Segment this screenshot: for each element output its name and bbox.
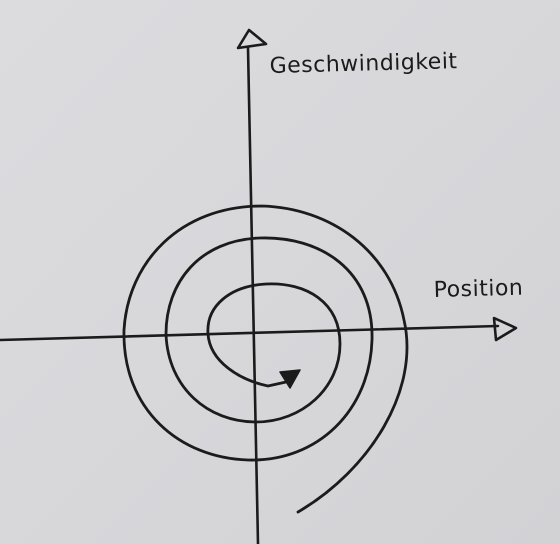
x-axis-arrowhead [492, 316, 518, 342]
y-axis-label: Geschwindigkeit [269, 49, 458, 79]
y-axis-line [246, 46, 260, 544]
y-axis-arrowhead [236, 28, 268, 50]
x-axis-line [0, 324, 500, 342]
spiral-arrowhead [279, 369, 301, 389]
spiral-trajectory [122, 204, 409, 514]
x-axis-label: Position [433, 275, 524, 303]
